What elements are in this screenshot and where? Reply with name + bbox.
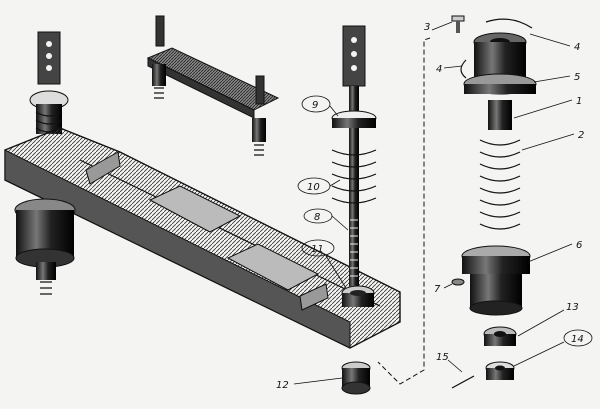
nuts-13-14 [483,326,517,380]
callout-10-label: 10 [307,182,320,193]
rod-spring-assembly [331,25,377,286]
left-lower-cylinder [14,198,76,295]
bottom-housing-6 [461,245,531,316]
small-parts [451,15,533,389]
beam-body [4,127,401,349]
callout-12: 12 [276,377,343,391]
callout-7: 7 [434,283,453,295]
top-cap [463,32,537,95]
callout-8: 8 [303,208,349,231]
callout-11-label: 11 [311,244,324,255]
callout-12-label: 12 [276,380,289,391]
callout-15-label: 15 [436,352,449,363]
callout-4b-label: 4 [436,64,442,75]
right-tower-assembly [377,15,537,389]
callout-1-label: 1 [576,96,582,107]
callout-8-label: 8 [314,212,320,223]
callout-6-label: 6 [576,240,582,251]
callout-9-label: 9 [312,100,318,111]
callout-13-label: 13 [566,302,579,313]
main-beam-assembly [4,31,401,395]
bushing-12 [341,361,371,395]
callout-6: 6 [527,240,582,263]
callout-2: 2 [521,130,584,151]
left-clamp-post [29,31,69,134]
callout-14: 14 [513,329,593,367]
callout-4a-label: 4 [574,42,580,53]
callout-11: 11 [301,239,347,289]
callout-5-label: 5 [574,72,580,83]
callout-14-label: 14 [571,334,584,345]
callout-3: 3 [424,21,453,33]
dashed-assembly-path [377,37,431,385]
callout-4a: 4 [529,33,580,53]
callout-1: 1 [513,96,582,119]
bushing-11 [341,285,375,307]
callout-7-label: 7 [434,284,441,295]
callout-15: 15 [436,352,463,373]
callout-labels: 1 2 3 4 4 5 6 7 [276,21,593,391]
callout-4b: 4 [436,64,463,75]
spring-2 [479,100,521,230]
callout-5: 5 [533,72,580,83]
callout-3-label: 3 [424,22,430,33]
callout-9: 9 [301,95,339,117]
callout-10: 10 [297,177,341,195]
callout-2-label: 2 [578,130,584,141]
assembly-overview-thumbnail [146,15,280,156]
callout-13: 13 [517,302,579,337]
